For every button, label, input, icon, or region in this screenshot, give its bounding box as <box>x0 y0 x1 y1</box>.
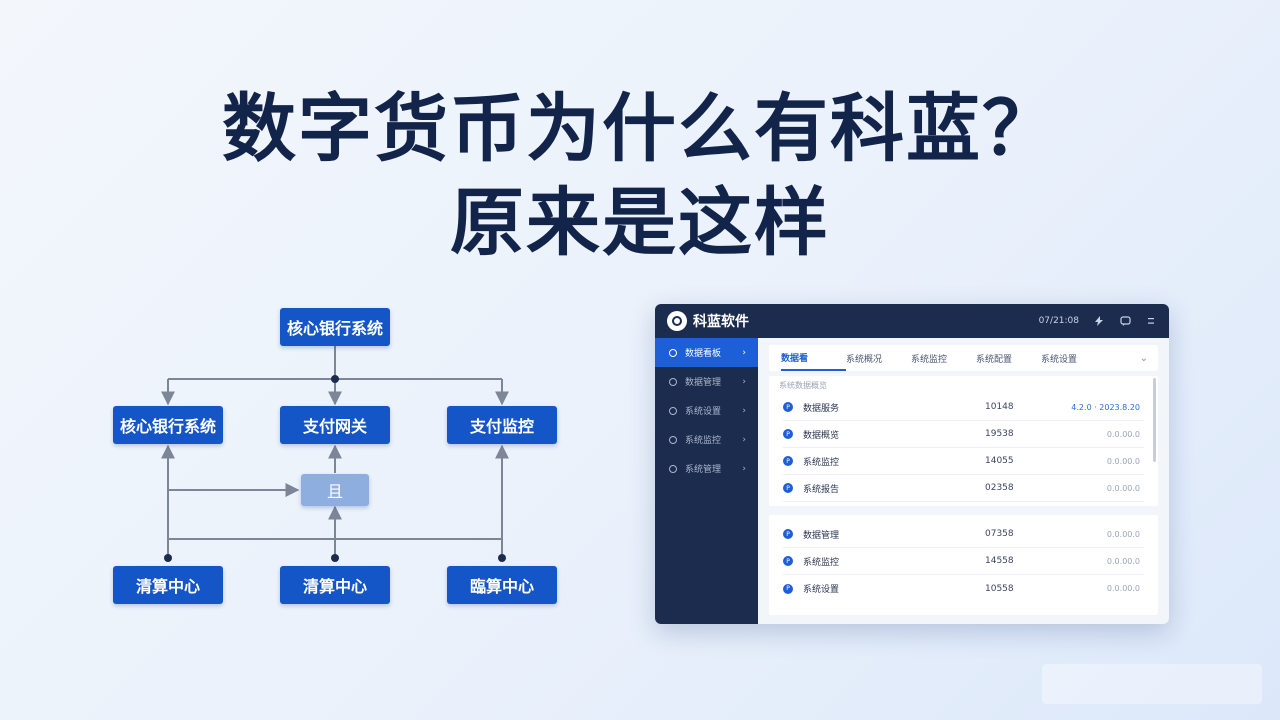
architecture-diagram: 核心银行系统 核心银行系统 支付网关 支付监控 且 清算中心 清算中心 臨算中心 <box>100 300 580 620</box>
sidebar-item-label: 系统设置 <box>685 407 722 417</box>
row-status: 0.0.00.0 <box>1106 584 1140 593</box>
row-value: 07358 <box>985 529 1014 539</box>
row-label: 数据服务 <box>803 403 840 414</box>
node-core-banking: 核心银行系统 <box>113 406 223 444</box>
circle-icon <box>669 435 677 444</box>
sidebar-item-label: 数据管理 <box>685 378 722 388</box>
node-clearing-center-left: 清算中心 <box>113 566 223 604</box>
node-payment-monitor: 支付监控 <box>447 406 557 444</box>
circle-icon <box>669 377 677 386</box>
row-value: 14558 <box>985 556 1014 566</box>
table-row[interactable]: P 系统监控 14055 0.0.00.0 <box>783 448 1144 475</box>
row-status: 4.2.0 · 2023.8.20 <box>1071 402 1140 412</box>
tab-2[interactable]: 系统监控 <box>911 354 948 365</box>
headline: 数字货币为什么有科蓝？ 原来是这样 <box>0 82 1280 270</box>
menu-icon[interactable] <box>1145 315 1157 327</box>
headline-line-2: 原来是这样 <box>450 180 830 266</box>
headline-line-1: 数字货币为什么有科蓝？ <box>222 86 1058 172</box>
chevron-right-icon: › <box>742 434 746 445</box>
chevron-down-icon[interactable]: ⌄ <box>1139 352 1148 364</box>
row-value: 19538 <box>985 429 1014 439</box>
chevron-right-icon: › <box>742 463 746 474</box>
sidebar: 数据看板 › 数据管理 › 系统设置 › 系统监控 › 系统管理 › <box>655 338 758 624</box>
node-core-banking-top: 核心银行系统 <box>280 308 390 346</box>
chat-icon[interactable] <box>1119 315 1131 327</box>
card-caption: 系统数据概览 <box>779 381 827 390</box>
row-icon: P <box>783 583 793 594</box>
row-status: 0.0.00.0 <box>1106 529 1140 539</box>
sidebar-item-label: 系统管理 <box>685 465 722 475</box>
bolt-icon[interactable] <box>1093 315 1105 327</box>
row-status: 0.0.00.0 <box>1106 429 1140 439</box>
row-status: 0.0.00.0 <box>1106 556 1140 566</box>
tab-bar: 数据看 系统概况 系统监控 系统配置 系统设置 ⌄ <box>769 345 1158 371</box>
row-icon: P <box>783 483 793 493</box>
node-payment-gateway: 支付网关 <box>280 406 390 444</box>
data-card-primary: 系统数据概览 P 数据服务 10148 4.2.0 · 2023.8.20 P … <box>769 376 1158 506</box>
tab-4[interactable]: 系统设置 <box>1041 354 1078 365</box>
diagram-connectors <box>161 346 509 562</box>
sidebar-item-label: 数据看板 <box>685 349 722 359</box>
sidebar-item-manage[interactable]: 系统管理 › <box>655 454 758 483</box>
row-icon: P <box>783 556 793 566</box>
app-logo-icon <box>667 311 687 331</box>
watermark-overlay <box>1042 664 1262 704</box>
chevron-right-icon: › <box>742 347 746 358</box>
row-label: 数据管理 <box>803 530 840 541</box>
node-clearing-center-right: 臨算中心 <box>447 566 557 604</box>
circle-icon <box>669 464 677 473</box>
row-label: 数据概览 <box>803 430 840 441</box>
app-title: 科蓝软件 <box>693 314 749 330</box>
row-status: 0.0.00.0 <box>1106 456 1140 466</box>
table-row[interactable]: P 数据管理 07358 0.0.00.0 <box>783 521 1144 548</box>
node-center-box: 且 <box>301 474 369 506</box>
tab-0[interactable]: 数据看 <box>781 345 846 371</box>
app-header: 科蓝软件 07/21:08 <box>655 304 1169 338</box>
row-icon: P <box>783 456 793 466</box>
table-row[interactable]: P 系统报告 02358 0.0.00.0 <box>783 475 1144 502</box>
app-window: 科蓝软件 07/21:08 数据看板 › 数据管理 › 系统设置 <box>655 304 1169 624</box>
tab-1[interactable]: 系统概况 <box>846 354 883 365</box>
sidebar-item-label: 系统监控 <box>685 436 722 446</box>
sidebar-item-dashboard[interactable]: 数据看板 › <box>655 338 758 367</box>
table-row[interactable]: P 系统监控 14558 0.0.00.0 <box>783 548 1144 575</box>
tab-3[interactable]: 系统配置 <box>976 354 1013 365</box>
header-datetime: 07/21:08 <box>1038 316 1079 326</box>
row-label: 系统设置 <box>803 585 840 595</box>
table-row[interactable]: P 数据服务 10148 4.2.0 · 2023.8.20 <box>783 394 1144 421</box>
row-icon: P <box>783 429 793 439</box>
row-label: 系统监控 <box>803 557 840 568</box>
row-status: 0.0.00.0 <box>1106 483 1140 493</box>
row-label: 系统报告 <box>803 484 840 495</box>
data-card-secondary: P 数据管理 07358 0.0.00.0 P 系统监控 14558 0.0.0… <box>769 515 1158 615</box>
scrollbar[interactable] <box>1153 378 1156 462</box>
sidebar-item-data[interactable]: 数据管理 › <box>655 367 758 396</box>
row-value: 14055 <box>985 456 1014 466</box>
sidebar-item-monitor[interactable]: 系统监控 › <box>655 425 758 454</box>
chevron-right-icon: › <box>742 376 746 387</box>
header-toolbar: 07/21:08 <box>1039 304 1157 338</box>
row-label: 系统监控 <box>803 457 840 468</box>
row-value: 10148 <box>985 402 1014 412</box>
row-icon: P <box>783 529 793 539</box>
sidebar-item-settings[interactable]: 系统设置 › <box>655 396 758 425</box>
chevron-right-icon: › <box>742 405 746 416</box>
clock-icon <box>669 348 677 357</box>
row-value: 02358 <box>985 483 1014 493</box>
node-clearing-center-middle: 清算中心 <box>280 566 390 604</box>
row-icon: P <box>783 402 793 412</box>
table-row[interactable]: P 系统设置 10558 0.0.00.0 <box>783 575 1144 602</box>
circle-icon <box>669 406 677 415</box>
row-value: 10558 <box>985 583 1014 594</box>
table-row[interactable]: P 数据概览 19538 0.0.00.0 <box>783 421 1144 448</box>
